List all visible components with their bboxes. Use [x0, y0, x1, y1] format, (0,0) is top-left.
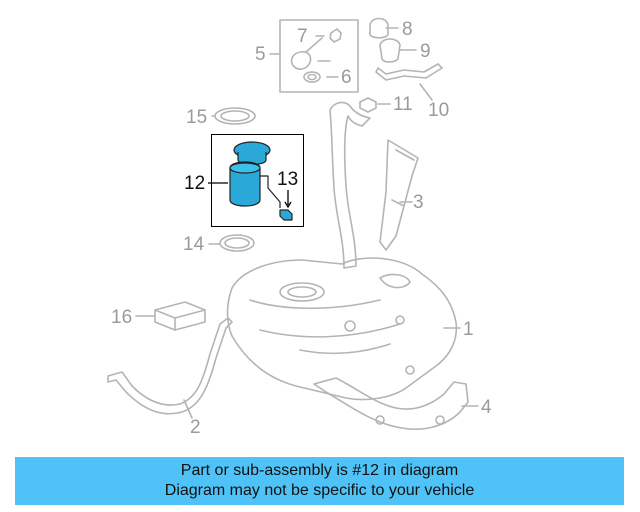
callout-10[interactable]: 10	[428, 100, 450, 121]
part-6-grommet	[303, 71, 321, 83]
part-10-strap	[375, 63, 443, 81]
part-11-nut	[359, 97, 377, 113]
part-14-seal	[219, 234, 255, 252]
callout-12[interactable]: 12	[184, 173, 206, 194]
callout-3[interactable]: 3	[413, 192, 424, 213]
part-9-bump	[379, 38, 401, 63]
part-8-grommet	[369, 17, 389, 39]
group-box-5	[279, 19, 359, 93]
banner-line-1: Part or sub-assembly is #12 in diagram	[180, 462, 459, 479]
callout-5[interactable]: 5	[255, 44, 266, 65]
callout-2[interactable]: 2	[190, 417, 201, 438]
info-banner: Part or sub-assembly is #12 in diagram D…	[15, 457, 624, 505]
parts-diagram: 1 2 3 4 5 6 7 8 9 10 11 12 13 14 15 16	[107, 17, 492, 438]
part-16-module	[154, 301, 206, 331]
callout-6[interactable]: 6	[341, 67, 352, 88]
callout-15[interactable]: 15	[186, 107, 208, 128]
part-3-shield	[379, 139, 419, 251]
callout-11[interactable]: 11	[393, 94, 413, 115]
part-5-fitting	[290, 50, 312, 70]
part-2-strap	[107, 317, 233, 415]
callout-13[interactable]: 13	[277, 169, 299, 190]
part-1-tank	[226, 257, 458, 401]
part-4-bracket	[313, 377, 469, 431]
callout-7[interactable]: 7	[297, 26, 308, 47]
callout-1[interactable]: 1	[463, 319, 474, 340]
callout-8[interactable]: 8	[402, 19, 413, 40]
part-12-fuel-pump	[229, 141, 293, 221]
callout-9[interactable]: 9	[420, 41, 431, 62]
callout-16[interactable]: 16	[111, 307, 133, 328]
filler-neck	[329, 101, 371, 269]
parts-diagram-art	[107, 17, 479, 431]
part-7-clip	[329, 28, 342, 43]
callout-14[interactable]: 14	[183, 234, 205, 255]
callout-4[interactable]: 4	[481, 397, 492, 418]
banner-line-2: Diagram may not be specific to your vehi…	[164, 482, 475, 499]
highlight-frame	[211, 134, 304, 227]
